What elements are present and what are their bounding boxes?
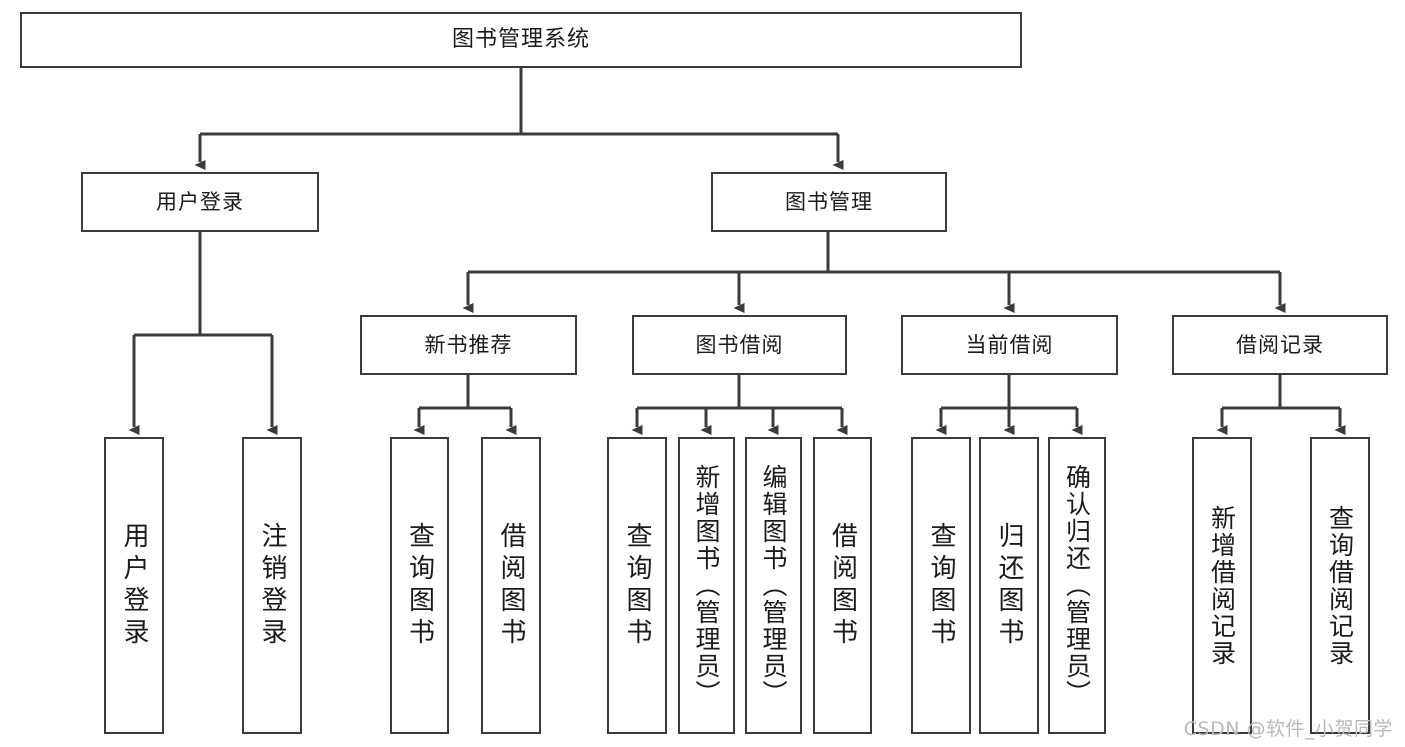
- node-book-management[interactable]: 图书管理: [711, 172, 947, 232]
- node-label: 归还图书: [994, 521, 1024, 650]
- node-label: 借阅图书: [496, 521, 526, 650]
- node-label: 用户登录: [156, 189, 244, 214]
- node-label: 确认归还（管理员）: [1062, 464, 1092, 707]
- leaf-current-borrow-query-book[interactable]: 查询图书: [911, 437, 971, 734]
- node-label: 新书推荐: [424, 332, 513, 357]
- leaf-book-borrow-query-book[interactable]: 查询图书: [607, 437, 667, 734]
- node-label: 新增图书（管理员）: [692, 464, 721, 707]
- node-borrow-record[interactable]: 借阅记录: [1172, 315, 1388, 375]
- node-label: 图书管理: [785, 189, 873, 214]
- leaf-new-book-borrow-book[interactable]: 借阅图书: [481, 437, 541, 734]
- node-label: 借阅记录: [1236, 332, 1324, 357]
- leaf-current-borrow-return-book[interactable]: 归还图书: [979, 437, 1039, 734]
- leaf-user-login-signout[interactable]: 注销登录: [242, 437, 302, 734]
- node-book-borrow[interactable]: 图书借阅: [632, 315, 847, 375]
- leaf-book-borrow-add-book-admin[interactable]: 新增图书（管理员）: [678, 437, 735, 734]
- leaf-new-book-query-book[interactable]: 查询图书: [390, 437, 449, 734]
- leaf-book-borrow-borrow-book[interactable]: 借阅图书: [813, 437, 872, 734]
- leaf-borrow-record-query-record[interactable]: 查询借阅记录: [1310, 437, 1370, 734]
- node-label: 注销登录: [257, 521, 287, 650]
- node-label: 借阅图书: [827, 521, 858, 650]
- node-label: 查询借阅记录: [1325, 504, 1355, 667]
- node-label: 用户登录: [119, 521, 149, 650]
- node-label: 新增借阅记录: [1207, 504, 1237, 667]
- leaf-book-borrow-edit-book-admin[interactable]: 编辑图书（管理员）: [745, 437, 802, 734]
- leaf-user-login-signin[interactable]: 用户登录: [104, 437, 164, 734]
- node-root-book-management-system[interactable]: 图书管理系统: [20, 12, 1022, 68]
- node-label: 图书借阅: [695, 332, 784, 357]
- watermark-text: CSDN @软件_小贺同学: [1183, 718, 1393, 740]
- node-label: 当前借阅: [965, 332, 1054, 357]
- node-label: 编辑图书（管理员）: [759, 464, 788, 707]
- node-label: 图书管理系统: [451, 27, 590, 53]
- node-current-borrow[interactable]: 当前借阅: [901, 315, 1118, 375]
- node-user-login[interactable]: 用户登录: [81, 172, 319, 232]
- node-new-book-recommend[interactable]: 新书推荐: [360, 315, 577, 375]
- node-label: 查询图书: [404, 521, 435, 650]
- node-label: 查询图书: [622, 521, 652, 650]
- leaf-current-borrow-confirm-return-admin[interactable]: 确认归还（管理员）: [1048, 437, 1106, 734]
- leaf-borrow-record-add-record[interactable]: 新增借阅记录: [1192, 437, 1252, 734]
- node-label: 查询图书: [926, 521, 956, 650]
